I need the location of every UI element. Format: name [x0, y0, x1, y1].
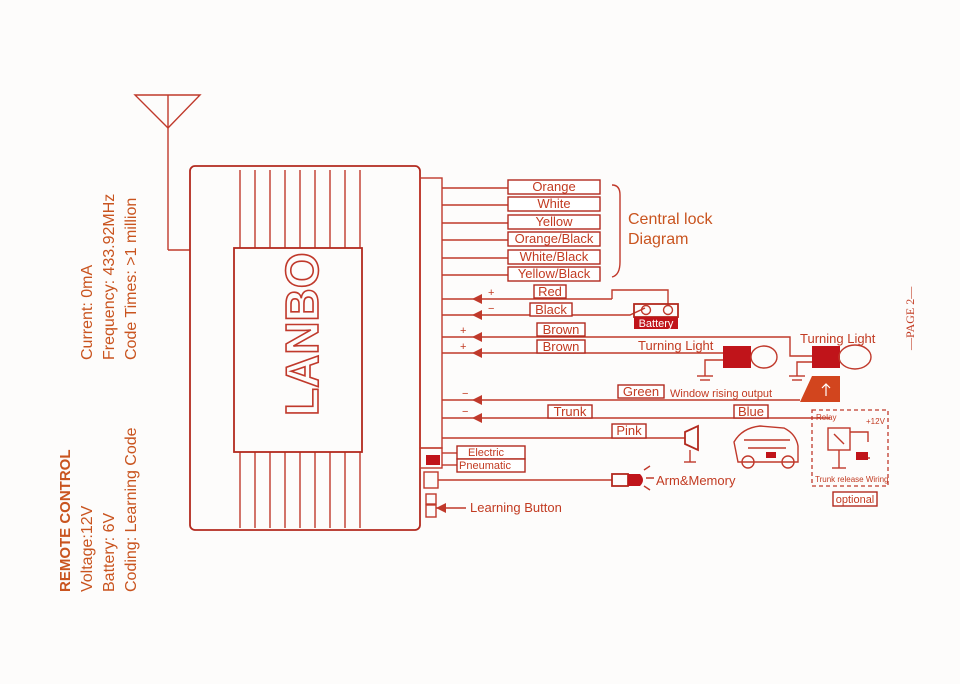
wire-label: Orange/Black: [515, 231, 594, 246]
turning-light-icon: [697, 345, 778, 381]
trunk-wire: − Trunk Blue Relay +12V Trunk release Wi…: [442, 404, 889, 507]
wire-label: White/Black: [520, 249, 589, 264]
learning-button: Learning Button: [436, 500, 562, 515]
wire-label: Yellow: [535, 214, 573, 229]
optional-label: optional: [836, 494, 875, 506]
trunk-relay-box: Relay +12V Trunk release Wiring: [811, 409, 889, 487]
relay-label: Relay: [816, 413, 836, 422]
siren-wire: Pink: [442, 423, 799, 469]
power-wires: + − Red Black Battery: [442, 284, 679, 330]
svg-text:−: −: [462, 406, 468, 418]
battery-text: Battery: 6V: [101, 513, 118, 592]
connector-block: [419, 177, 443, 518]
battery-label: Battery: [639, 318, 674, 330]
brand-logo: LANBO: [276, 252, 328, 416]
car-icon: [733, 425, 799, 469]
control-module: LANBO: [189, 165, 421, 531]
svg-text:−: −: [462, 388, 468, 400]
learning-button-label: Learning Button: [470, 500, 562, 515]
arm-memory-label: Arm&Memory: [656, 473, 736, 488]
coding-text: Coding: Learning Code: [123, 427, 140, 592]
turning-light-wires: + + Brown Brown Turning Light Turning Li…: [442, 322, 876, 381]
plus12v-label: +12V: [866, 417, 886, 426]
turning-light-label-2: Turning Light: [800, 331, 876, 346]
central-lock-wires: Orange White Yellow Orange/Black White/B…: [442, 179, 713, 282]
pink-wire-label: Pink: [616, 423, 642, 438]
central-lock-label: Central lock: [628, 211, 713, 228]
window-wire: − Green Window rising output: [442, 376, 840, 405]
svg-text:+: +: [460, 341, 466, 353]
wire-label: Orange: [532, 179, 575, 194]
green-wire-label: Green: [623, 384, 659, 399]
lock-type-labels: Electric Pneumatic: [442, 445, 526, 473]
svg-text:+: +: [460, 325, 466, 337]
frequency-text: Frequency: 433.92MHz: [101, 194, 118, 360]
trunk-wire-label: Trunk: [554, 404, 587, 419]
led-wire: Arm&Memory: [438, 465, 736, 491]
pneumatic-label: Pneumatic: [459, 460, 511, 472]
code-times-text: Code Times: >1 million: [123, 198, 140, 360]
central-lock-label-2: Diagram: [628, 231, 688, 248]
electric-label: Electric: [468, 447, 505, 459]
current-text: Current: 0mA: [79, 265, 96, 360]
window-output-label: Window rising output: [670, 388, 772, 400]
remote-control-title: REMOTE CONTROL: [57, 450, 74, 593]
page-marker: —PAGE 2—: [903, 286, 917, 351]
antenna-icon: [133, 94, 202, 251]
minus-sign: −: [488, 303, 494, 315]
battery-icon: Battery: [633, 303, 679, 330]
brown-wire-label-2: Brown: [543, 339, 580, 354]
plus-sign: +: [488, 287, 494, 299]
blue-wire-label: Blue: [738, 404, 764, 419]
wire-label: Yellow/Black: [518, 266, 591, 281]
siren-icon: [684, 424, 699, 463]
wire-label: White: [537, 196, 570, 211]
trunk-release-label: Trunk release Wiring: [815, 475, 889, 484]
remote-specs: REMOTE CONTROL Voltage:12V Battery: 6V C…: [57, 194, 140, 592]
voltage-text: Voltage:12V: [79, 505, 96, 592]
black-wire-label: Black: [535, 302, 567, 317]
turning-light-label: Turning Light: [638, 338, 714, 353]
brown-wire-label: Brown: [543, 322, 580, 337]
red-wire-label: Red: [538, 284, 562, 299]
turning-light-icon-2: [789, 344, 872, 381]
window-icon: [800, 376, 840, 402]
